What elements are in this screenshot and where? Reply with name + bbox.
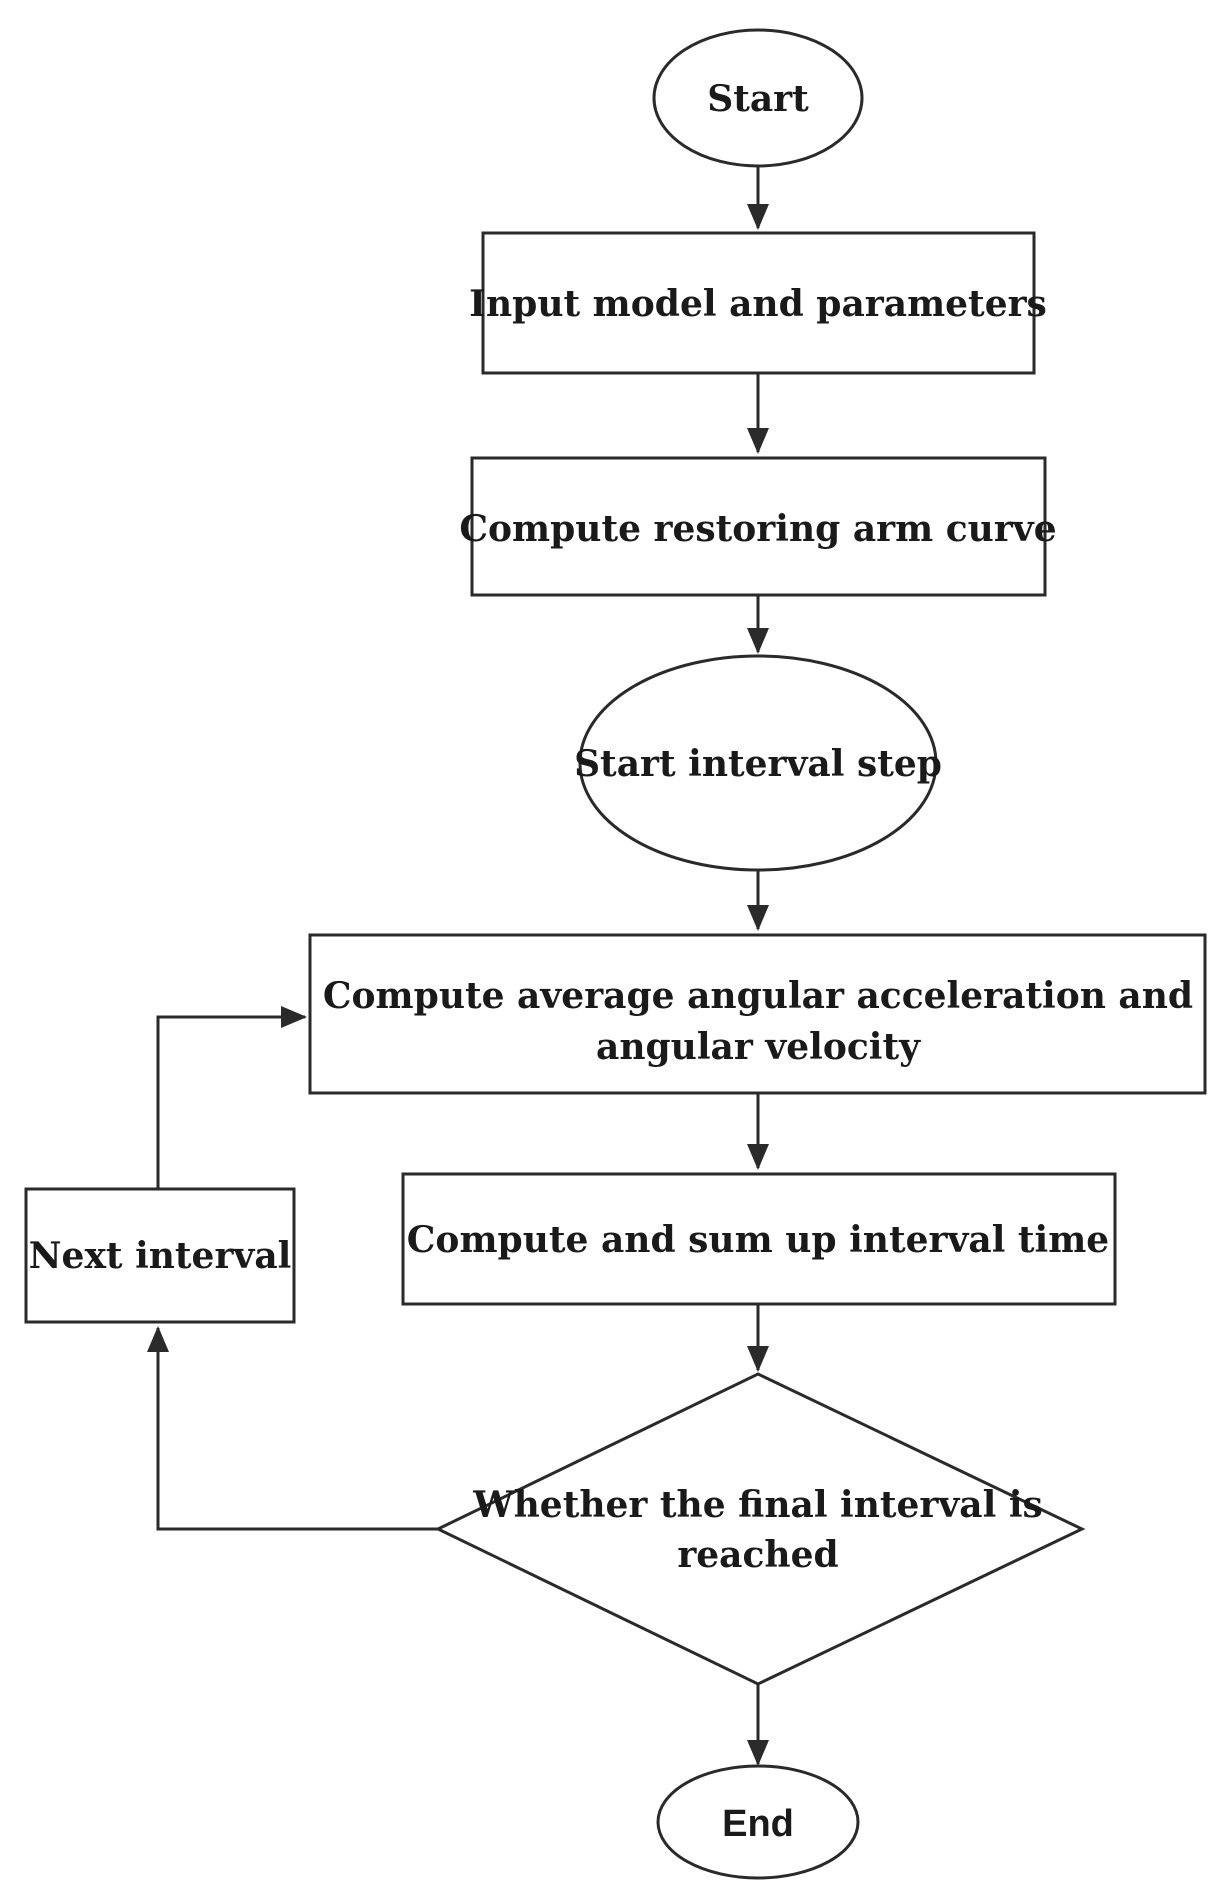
input-parameters-node: Input model and parameters xyxy=(469,231,1047,375)
decision-label-line2: reached xyxy=(677,1534,838,1576)
arrow-next-to-average xyxy=(156,1006,307,1189)
interval-start-label: Start interval step xyxy=(574,743,942,785)
next-interval-node: Next interval xyxy=(24,1187,296,1324)
end-node: End xyxy=(656,1764,860,1880)
restoring-arm-label: Compute restoring arm curve xyxy=(459,508,1056,550)
decision-label-line1: Whether the final interval is xyxy=(472,1484,1043,1526)
sum-interval-node: Compute and sum up interval time xyxy=(401,1172,1117,1306)
sum-interval-label: Compute and sum up interval time xyxy=(407,1219,1109,1261)
interval-start-node: Start interval step xyxy=(574,654,942,872)
arrow-decision-to-next xyxy=(147,1326,438,1531)
start-node: Start xyxy=(652,28,864,168)
end-label: End xyxy=(722,1803,794,1845)
average-acceleration-node: Compute average angular acceleration and… xyxy=(308,933,1207,1095)
average-acceleration-label-line2: angular velocity xyxy=(596,1026,921,1068)
average-acceleration-label-line1: Compute average angular acceleration and xyxy=(323,975,1193,1017)
final-interval-decision: Whether the final interval is reached xyxy=(434,1372,1086,1686)
input-parameters-label: Input model and parameters xyxy=(469,283,1047,325)
start-label: Start xyxy=(707,78,809,120)
next-interval-label: Next interval xyxy=(29,1235,292,1277)
restoring-arm-node: Compute restoring arm curve xyxy=(459,456,1057,597)
